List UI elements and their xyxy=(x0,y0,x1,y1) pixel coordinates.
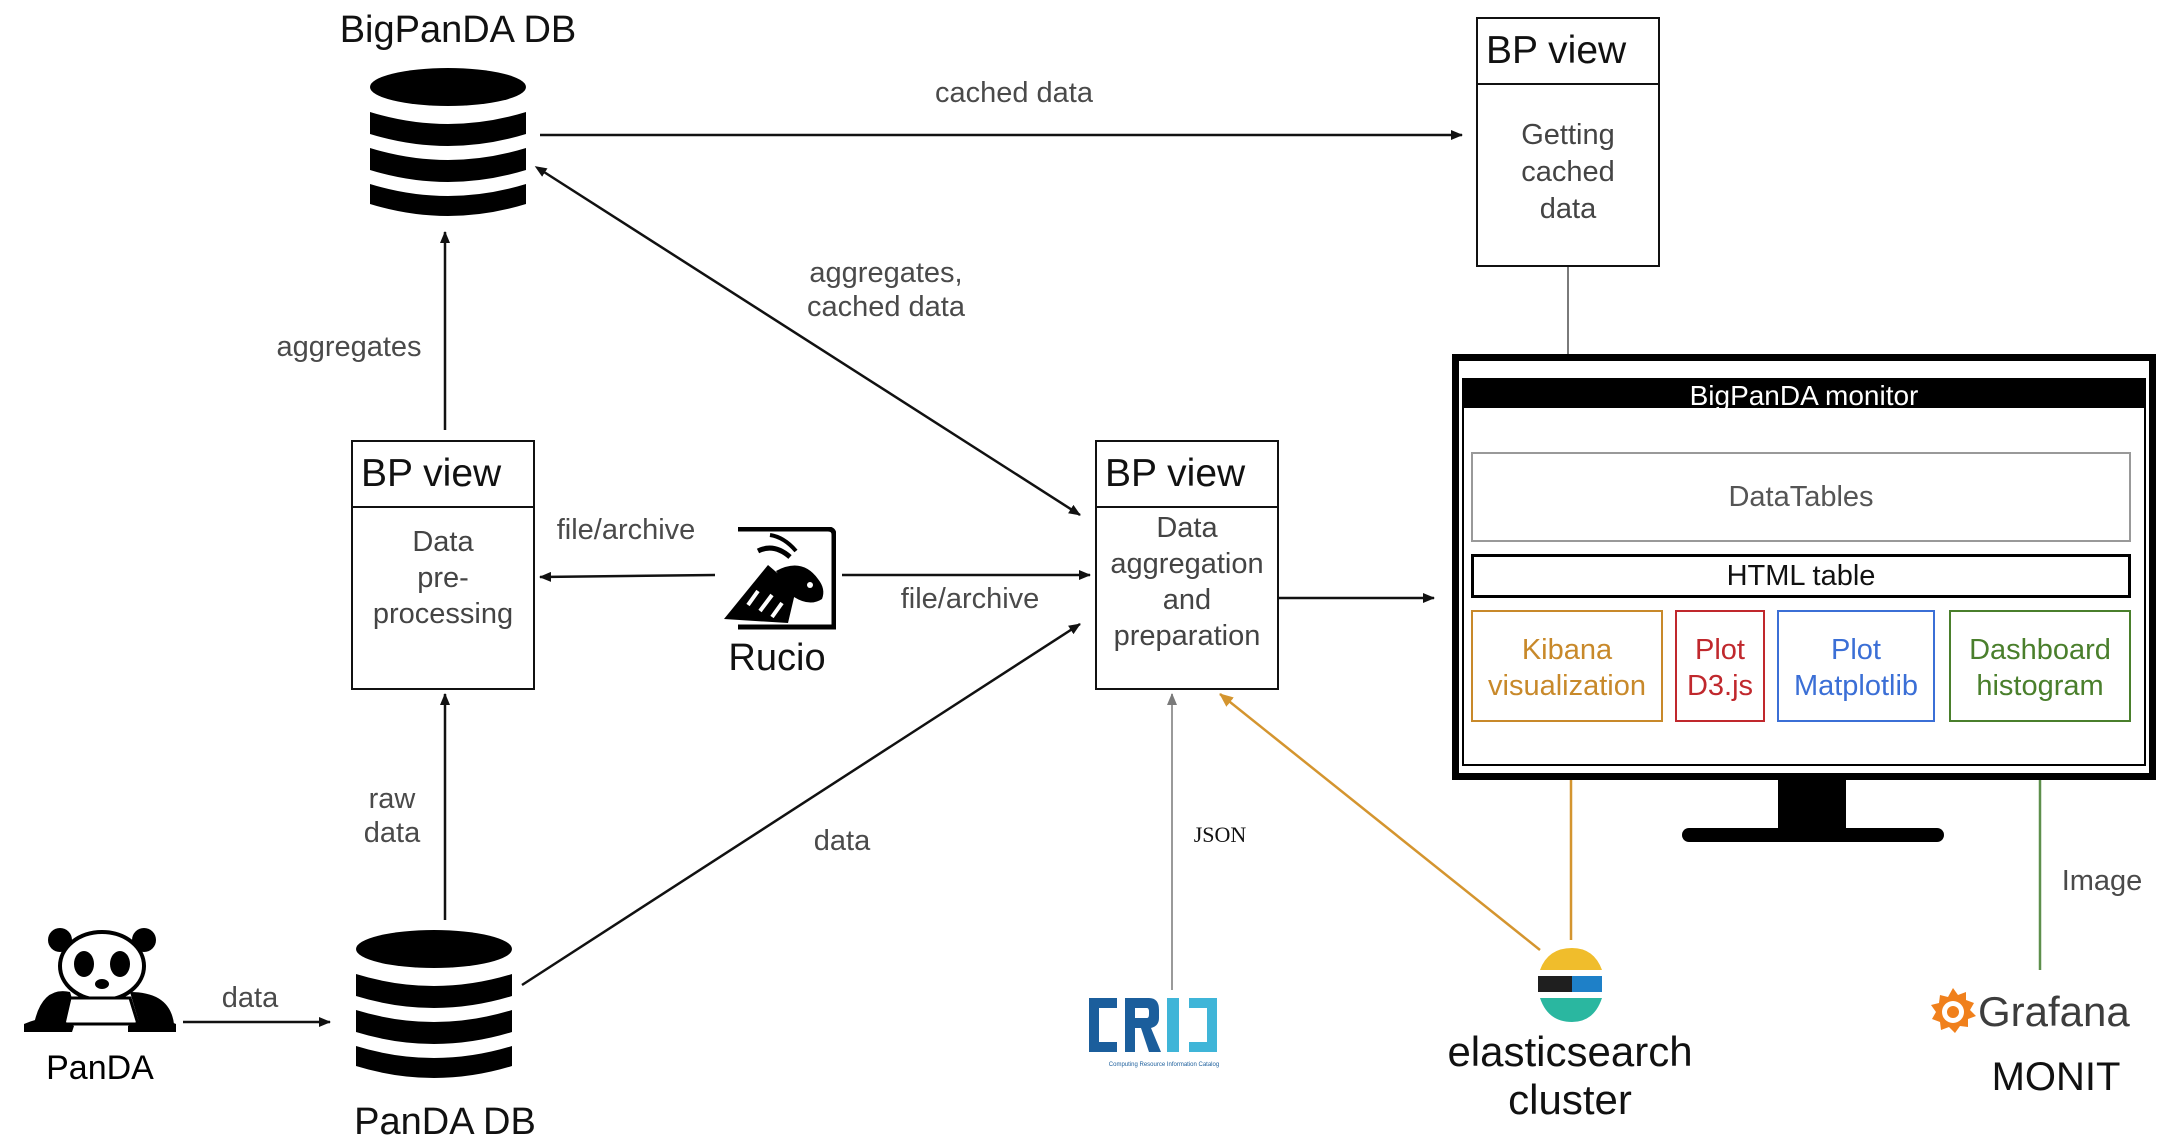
plot-matplotlib-widget: Plot Matplotlib xyxy=(1777,610,1935,722)
panda-logo-label: PanDA xyxy=(46,1049,154,1087)
html-table-panel: HTML table xyxy=(1471,554,2131,598)
edge-aggregates-cached xyxy=(534,166,1081,517)
rucio-label: Rucio xyxy=(728,637,826,679)
bp-view-preprocessing: BP view Data pre- processing xyxy=(351,440,535,690)
database-icon xyxy=(356,930,512,1078)
panda-db-label: PanDA DB xyxy=(354,1101,536,1143)
edge-elastic-center xyxy=(1219,693,1541,951)
monitor-stand-base xyxy=(1682,828,1944,842)
bigpanda-db-label: BigPanDA DB xyxy=(339,9,577,51)
edge-label-image: Image xyxy=(2061,865,2143,897)
edge-label-file-archive-right: file/archive xyxy=(900,583,1040,615)
bp-view-line: data xyxy=(1539,193,1597,225)
rucio-llama-icon xyxy=(724,527,836,630)
edge-label-raw-data: raw data xyxy=(363,783,421,849)
bp-view-line: Getting xyxy=(1521,119,1615,151)
bp-view-header: BP view xyxy=(353,442,533,508)
datatables-panel: DataTables xyxy=(1471,452,2131,542)
grafana-label: Grafana xyxy=(1978,988,2130,1035)
elasticsearch-cluster-label: cluster xyxy=(1508,1076,1632,1123)
bp-view-header: BP view xyxy=(1478,19,1658,85)
edge-data-center xyxy=(521,622,1081,987)
kibana-widget: Kibana visualization xyxy=(1471,610,1663,722)
database-icon xyxy=(370,68,526,216)
bp-view-line: pre- xyxy=(417,562,469,594)
edge-label-data-panda: data xyxy=(221,982,279,1014)
edge-file-archive-left xyxy=(539,571,716,582)
edge-label-aggregates: aggregates xyxy=(276,331,422,363)
elasticsearch-icon xyxy=(1538,948,1602,1022)
edge-label-aggregates-cached: aggregates, cached data xyxy=(806,257,965,323)
edge-label-file-archive-left: file/archive xyxy=(556,514,696,546)
bp-view-line: aggregation xyxy=(1110,548,1264,580)
bp-view-line: cached xyxy=(1521,156,1615,188)
monit-label: MONIT xyxy=(1991,1055,2121,1099)
elasticsearch-label: elasticsearch xyxy=(1447,1028,1693,1075)
bp-view-getting-cached: BP view Getting cached data xyxy=(1476,17,1660,267)
bp-view-line: Data xyxy=(412,526,474,558)
monitor-stand-neck xyxy=(1778,780,1846,832)
plot-d3-widget: Plot D3.js xyxy=(1675,610,1765,722)
edge-label-cached-data: cached data xyxy=(934,77,1093,109)
cric-subtitle: Computing Resource Information Catalog xyxy=(1108,1062,1220,1068)
bp-view-aggregation: BP view Data aggregation and preparation xyxy=(1095,440,1279,690)
bp-view-line: preparation xyxy=(1113,620,1261,652)
grafana-icon xyxy=(1931,988,1976,1033)
edge-label-data-center: data xyxy=(813,825,871,857)
cric-logo-icon xyxy=(1089,998,1217,1052)
edge-label-json: JSON xyxy=(1193,822,1247,847)
dashboard-histogram-widget: Dashboard histogram xyxy=(1949,610,2131,722)
monitor-title-bar: BigPanDA monitor xyxy=(1462,378,2146,408)
bp-view-header: BP view xyxy=(1097,442,1277,508)
bp-view-line: and xyxy=(1162,584,1212,616)
bp-view-line: Data xyxy=(1156,512,1218,544)
bp-view-line: processing xyxy=(372,598,514,630)
panda-bear-icon xyxy=(24,928,176,1032)
